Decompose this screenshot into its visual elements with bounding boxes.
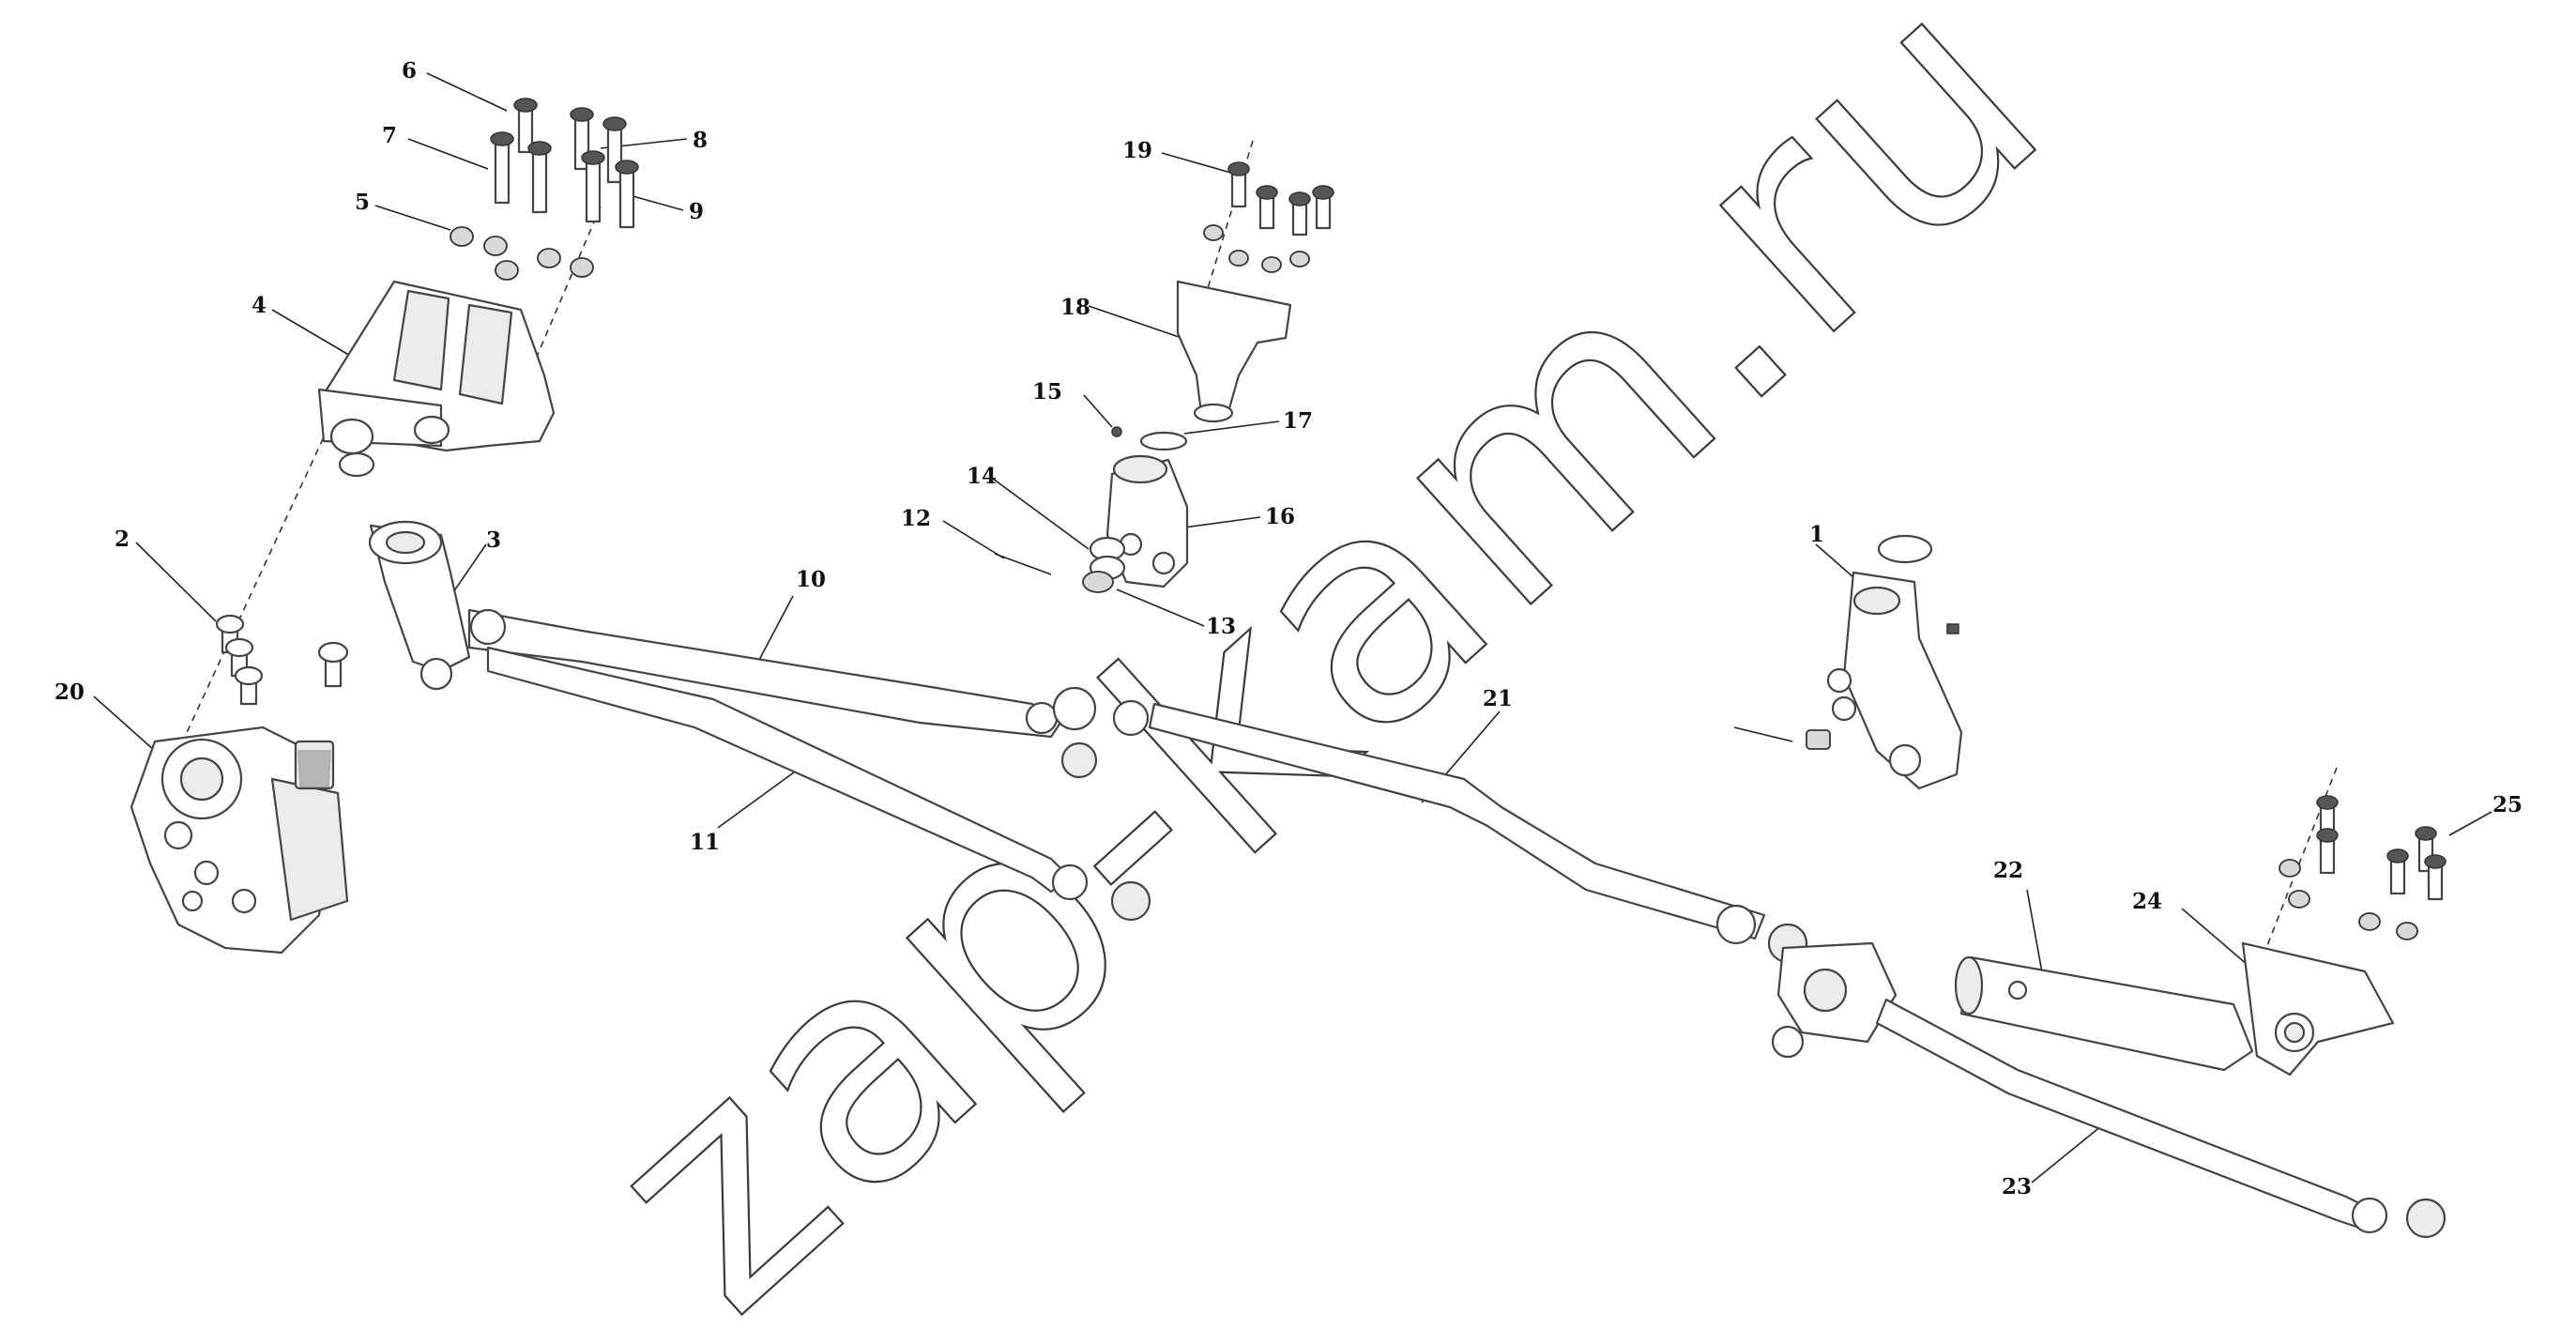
callout-18: 18 — [1060, 295, 1090, 320]
callout-17: 17 — [1283, 408, 1313, 434]
callout-13: 13 — [1206, 614, 1236, 639]
callout-19: 19 — [1122, 138, 1152, 163]
callout-22: 22 — [1993, 858, 2023, 883]
callout-8: 8 — [693, 128, 708, 153]
callout-12: 12 — [901, 506, 931, 531]
callout-21: 21 — [1483, 686, 1513, 711]
drag-link-11 — [486, 646, 1151, 922]
power-cylinder-22 — [1954, 955, 2254, 1072]
callout-9: 9 — [689, 199, 704, 224]
tie-rod-joint-center — [1052, 686, 1150, 779]
callout-20: 20 — [54, 680, 84, 705]
washer-17 — [1139, 431, 1188, 451]
callout-23: 23 — [2002, 1174, 2032, 1199]
callout-16: 16 — [1265, 504, 1295, 529]
drag-link-10 — [467, 608, 1062, 739]
bell-crank-16 — [1105, 454, 1189, 588]
callout-24: 24 — [2132, 889, 2162, 914]
bell-crank-bolts-19 — [1203, 161, 1334, 273]
callout-15: 15 — [1032, 379, 1062, 405]
washers-14-13 — [994, 536, 1126, 593]
callout-6: 6 — [402, 58, 417, 84]
callout-4: 4 — [252, 293, 267, 318]
bell-crank-bracket-18 — [1176, 280, 1292, 423]
steering-arm-joint — [1771, 941, 1898, 1059]
callout-3: 3 — [486, 527, 501, 553]
callout-2: 2 — [114, 527, 130, 552]
steering-gear-bracket — [317, 280, 556, 478]
callout-7: 7 — [382, 123, 397, 148]
callout-labels: 1 2 3 4 5 6 7 8 9 10 11 12 13 14 15 16 1… — [54, 58, 2523, 1199]
callout-5: 5 — [355, 190, 370, 215]
cylinder-bracket-24 — [2241, 941, 2395, 1077]
callout-1: 1 — [1809, 522, 1824, 547]
gear-mounting-bolts — [215, 614, 349, 706]
callout-10: 10 — [796, 567, 826, 592]
callout-25: 25 — [2492, 792, 2523, 817]
grease-nipple-15 — [1111, 426, 1122, 437]
pitman-arm — [368, 520, 471, 691]
tie-rod-23 — [1875, 998, 2446, 1239]
callout-14: 14 — [967, 464, 997, 489]
bracket-bolts-25 — [2279, 795, 2446, 940]
callout-11: 11 — [690, 830, 720, 855]
bracket-bolts — [490, 98, 639, 229]
steering-knuckle-arm-1 — [1733, 534, 1963, 790]
bracket-nuts — [450, 226, 594, 281]
steering-gear-box — [130, 726, 349, 955]
